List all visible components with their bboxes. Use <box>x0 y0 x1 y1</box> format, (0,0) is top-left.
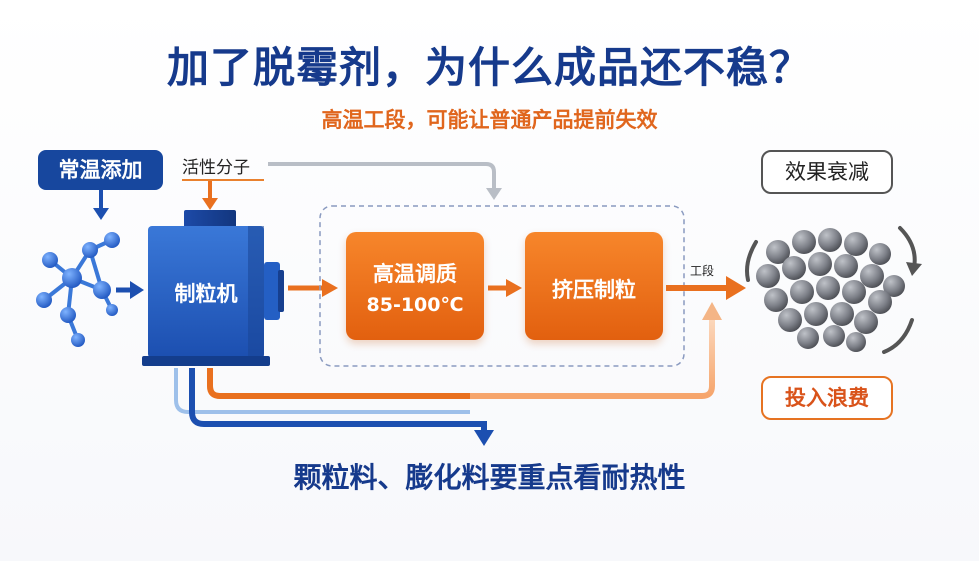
conditioning-step-title: 高温调质 <box>373 262 457 286</box>
arrow-machine-to-conditioning <box>288 279 338 297</box>
page-subtitle: 高温工段，可能让普通产品提前失效 <box>321 108 658 132</box>
conditioning-step: 高温调质 85-100℃ <box>346 232 484 340</box>
stage-label: 工段 <box>690 264 715 278</box>
arrow-gray-bypass <box>268 162 502 200</box>
pelleting-step-title: 挤压制粒 <box>552 278 636 302</box>
machine-label: 制粒机 <box>174 282 238 306</box>
label-underline <box>182 179 264 181</box>
arrow-to-product <box>666 276 746 300</box>
arrow-molecule-to-machine <box>116 281 144 299</box>
process-flow-lines <box>174 302 722 446</box>
arrow-tag-to-molecule <box>93 190 109 220</box>
molecule-icon <box>36 232 120 347</box>
conditioning-step-temp: 85-100℃ <box>366 294 464 316</box>
pelleting-step: 挤压制粒 <box>525 232 663 340</box>
pellet-machine <box>142 210 284 366</box>
bottom-conclusion: 颗粒料、膨化料要重点看耐热性 <box>293 461 686 494</box>
effect-decline-tag: 效果衰减 <box>761 150 893 194</box>
room-temp-add-tag: 常温添加 <box>38 150 163 190</box>
wasted-input-tag: 投入浪费 <box>761 376 893 420</box>
arrow-conditioning-to-pelleting <box>488 279 522 297</box>
pellet-cluster-icon <box>756 228 905 352</box>
active-molecule-label: 活性分子 <box>182 158 250 178</box>
page-title: 加了脱霉剂，为什么成品还不稳？ <box>166 43 812 92</box>
decay-cycle-arrows <box>745 226 922 354</box>
arrow-label-to-machine <box>202 181 218 210</box>
